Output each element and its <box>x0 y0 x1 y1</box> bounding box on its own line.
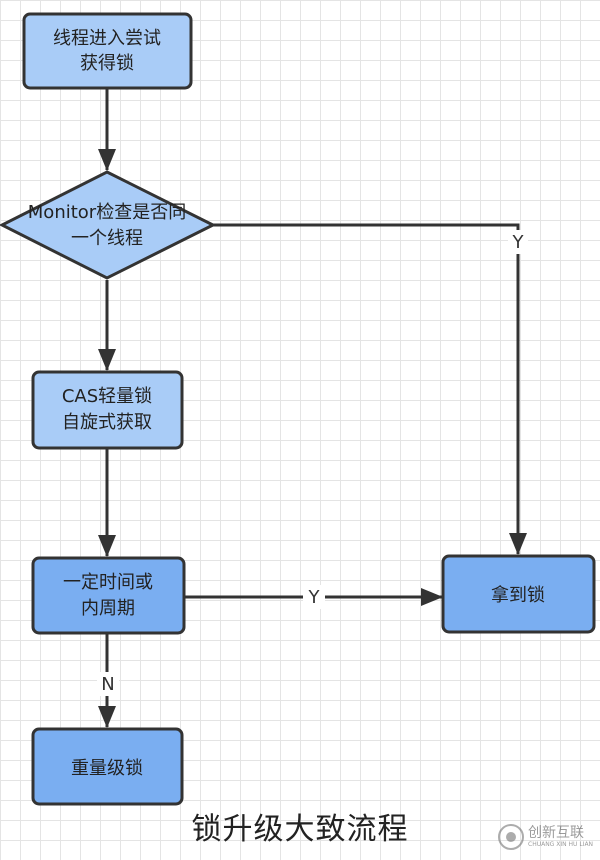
node-period-box <box>31 556 186 635</box>
node-start-line1: 线程进入尝试 <box>53 28 161 49</box>
node-start-line2: 获得锁 <box>80 53 134 74</box>
node-acquired: 拿到锁 <box>441 554 596 634</box>
edge-label-period-yes: Y <box>308 587 321 608</box>
watermark-cn: 创新互联 <box>528 825 584 841</box>
watermark-logo-icon <box>498 824 524 850</box>
node-acquired-box <box>441 554 596 634</box>
node-cas-line2: 自旋式获取 <box>62 412 152 433</box>
node-period-line1: 一定时间或 <box>63 572 153 593</box>
watermark-text: 创新互联 CHUANG XIN HU LIAN <box>528 826 593 848</box>
edge-label-bg-period-yes <box>303 585 325 609</box>
edge-label-bg-period-no <box>97 672 119 696</box>
node-cas-line1: CAS轻量锁 <box>62 386 152 407</box>
node-start: 线程进入尝试 获得锁 <box>22 12 193 90</box>
edge-label-bg-decision-yes <box>508 230 528 254</box>
node-period-line2: 内周期 <box>81 598 135 619</box>
node-start-box <box>22 12 193 90</box>
node-decision: Monitor检查是否同 一个线程 <box>0 170 217 280</box>
node-heavy-line1: 重量级锁 <box>71 758 143 779</box>
node-heavy-box <box>31 727 184 806</box>
node-cas: CAS轻量锁 自旋式获取 <box>31 370 184 450</box>
diagram-caption: 锁升级大致流程 <box>191 812 409 847</box>
edge-label-period-no: N <box>101 674 114 695</box>
watermark-en: CHUANG XIN HU LIAN <box>528 841 594 848</box>
node-decision-diamond <box>0 170 217 280</box>
edge-decision-yes-to-acquired <box>213 223 527 555</box>
node-cas-box <box>31 370 184 450</box>
node-period: 一定时间或 内周期 <box>31 556 186 635</box>
edge-label-decision-yes: Y <box>512 232 525 253</box>
node-decision-line1: Monitor检查是否同 <box>28 202 186 223</box>
watermark: 创新互联 CHUANG XIN HU LIAN <box>498 820 594 854</box>
node-decision-line2: 一个线程 <box>71 228 143 249</box>
node-heavy: 重量级锁 <box>31 727 184 806</box>
node-acquired-line1: 拿到锁 <box>491 584 545 606</box>
